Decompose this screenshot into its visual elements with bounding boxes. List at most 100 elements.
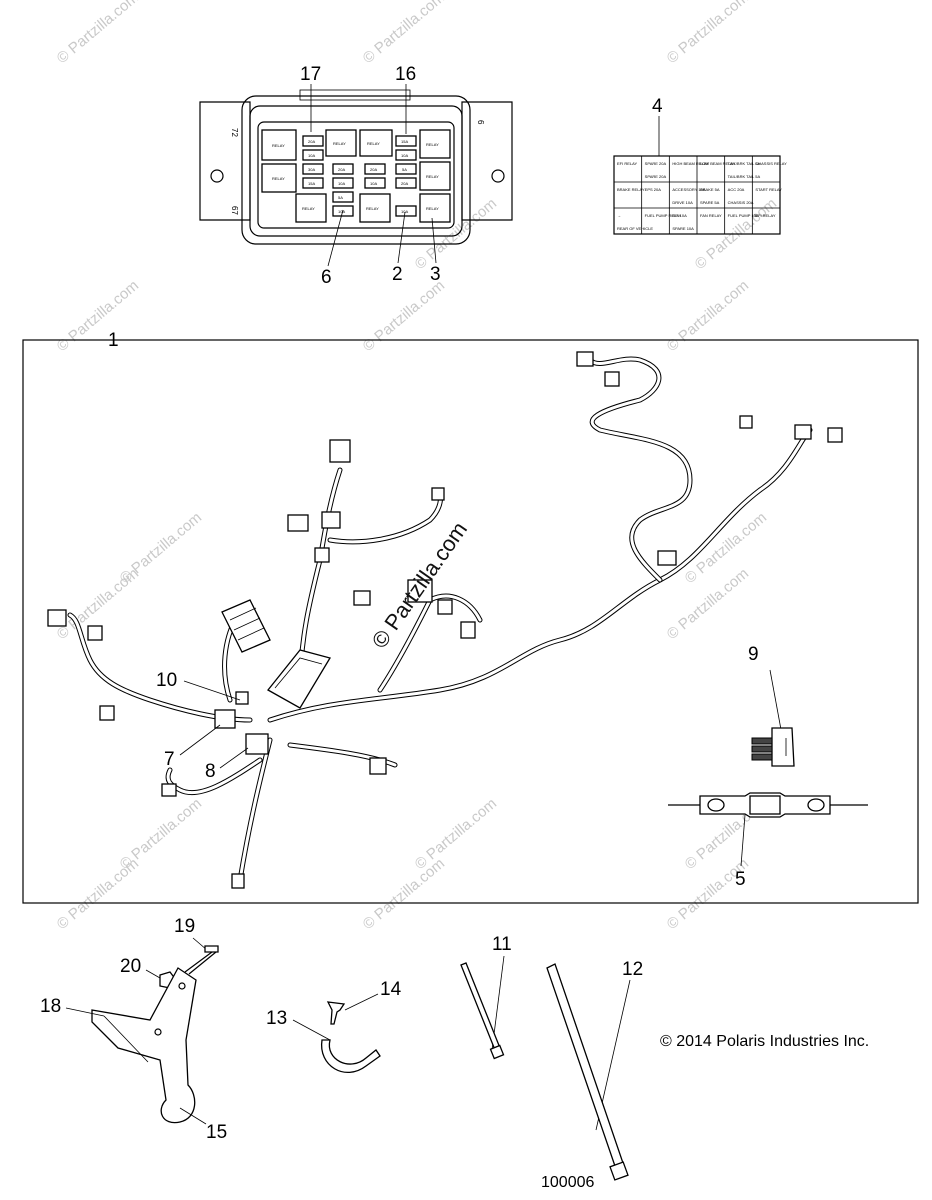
- relay: [325, 129, 357, 157]
- leader-line: [740, 814, 746, 867]
- watermark: © Partzilla.com: [664, 855, 752, 933]
- connector: [99, 705, 115, 721]
- leader-line: [145, 969, 161, 979]
- fuse: [332, 191, 354, 203]
- fuse-box-housing: [241, 95, 471, 245]
- leader-line: [344, 993, 379, 1011]
- fuse-value: 10A: [370, 181, 377, 186]
- watermark: © Partzilla.com: [664, 565, 752, 643]
- label-cell: SPARE 5A: [700, 200, 720, 205]
- callout-19: 19: [174, 916, 195, 937]
- side-mark: 6: [476, 120, 485, 125]
- relay: [261, 129, 297, 161]
- watermark: © Partzilla.com: [412, 795, 500, 873]
- bracket-assembly: 19 20 18 15: [40, 916, 227, 1143]
- leader-line: [179, 724, 221, 756]
- label-cell: EFI RELAY: [617, 161, 637, 166]
- label-cell: BRAKE RELAY: [617, 187, 645, 192]
- label-cell: TAIL/BRK TAIL 5A: [728, 161, 761, 166]
- watermark: © Partzilla.com: [360, 855, 448, 933]
- connector: [460, 621, 476, 639]
- watermark: © Partzilla.com: [54, 0, 142, 67]
- label-cell: CHASSIS RELAY: [755, 161, 787, 166]
- connector: [369, 757, 387, 775]
- fuse: [302, 163, 324, 175]
- relay-label: RELAY: [367, 141, 380, 146]
- callout-16: 16: [395, 64, 416, 85]
- relay: [419, 129, 451, 159]
- label-cell: TAIL/BRK TAIL 5A: [728, 174, 761, 179]
- fuse: [332, 177, 354, 189]
- fuse-box-callouts: 17 16 6 2 3: [300, 64, 441, 288]
- leader-line: [219, 747, 249, 769]
- cable-ties: 11 12: [460, 934, 643, 1181]
- connector: [657, 550, 677, 566]
- leader-line: [397, 211, 406, 264]
- relay-label: RELAY: [426, 206, 439, 211]
- connector: [214, 709, 236, 729]
- connector: [604, 371, 620, 387]
- leader-line: [103, 1015, 149, 1063]
- callout-3: 3: [430, 264, 441, 285]
- relay: [295, 193, 327, 223]
- label-cell: ACC 20A: [728, 187, 745, 192]
- fuse: [332, 163, 354, 175]
- connector: [321, 511, 341, 529]
- fuse-box: 72 67 6 RELAY RELAY RELAY RELAY RELAY RE…: [199, 89, 513, 245]
- fuse-value: 15A: [308, 181, 315, 186]
- watermark: © Partzilla.com: [664, 277, 752, 355]
- connector: [161, 783, 177, 797]
- label-cell: SPARE 20A: [645, 161, 667, 166]
- watermark: © Partzilla.com: [54, 277, 142, 355]
- relay: [419, 161, 451, 191]
- watermark: © Partzilla.com: [360, 277, 448, 355]
- relay: [359, 193, 391, 223]
- connector: [245, 733, 269, 755]
- connector: [329, 439, 351, 463]
- callout-15: 15: [206, 1122, 227, 1143]
- hose-clamp: [321, 1039, 381, 1074]
- relay-label: RELAY: [302, 206, 315, 211]
- leader-line: [179, 1107, 207, 1125]
- callout-9: 9: [748, 644, 759, 665]
- bracket-hole: [154, 1028, 162, 1036]
- fuse-box-latch: [299, 89, 411, 101]
- mounting-bracket: [91, 967, 197, 1124]
- fuse-value: 10A: [401, 153, 408, 158]
- label-cell: DRIVE 10A: [672, 200, 693, 205]
- fuse-value: 20A: [338, 167, 345, 172]
- callout-5: 5: [735, 869, 746, 890]
- label-cell: EPS 20A: [645, 187, 662, 192]
- relay-label: RELAY: [426, 142, 439, 147]
- leader-line: [769, 669, 783, 736]
- relay-label: RELAY: [333, 141, 346, 146]
- fuse: [395, 177, 417, 189]
- fuse-value: 20A: [401, 181, 408, 186]
- callout-2: 2: [392, 264, 403, 285]
- label-cell: HIGH BEAM RELAY: [672, 161, 709, 166]
- fuse-box-panel: [257, 121, 455, 229]
- fuse: [395, 149, 417, 161]
- relay: [359, 129, 393, 157]
- cable-tie-small: [460, 962, 501, 1051]
- connector: [794, 424, 812, 440]
- leader-line: [431, 217, 437, 264]
- relay-label: RELAY: [272, 143, 285, 148]
- callout-7: 7: [164, 749, 175, 770]
- label-cell: REAR OF VEHICLE: [617, 226, 653, 231]
- leader-line: [183, 680, 241, 701]
- fuse-value: 30A: [308, 167, 315, 172]
- leader-line: [65, 1007, 105, 1017]
- connector-plug: [751, 727, 795, 767]
- bolt: [204, 945, 219, 953]
- connector: [287, 514, 309, 532]
- connector: [231, 873, 245, 889]
- label-cell: FAN RELAY: [700, 213, 722, 218]
- relay-label: RELAY: [366, 206, 379, 211]
- copyright-notice: © 2014 Polaris Industries Inc.: [660, 1033, 869, 1050]
- callout-4: 4: [652, 96, 663, 117]
- push-rivet: [326, 1001, 346, 1025]
- callout-20: 20: [120, 956, 141, 977]
